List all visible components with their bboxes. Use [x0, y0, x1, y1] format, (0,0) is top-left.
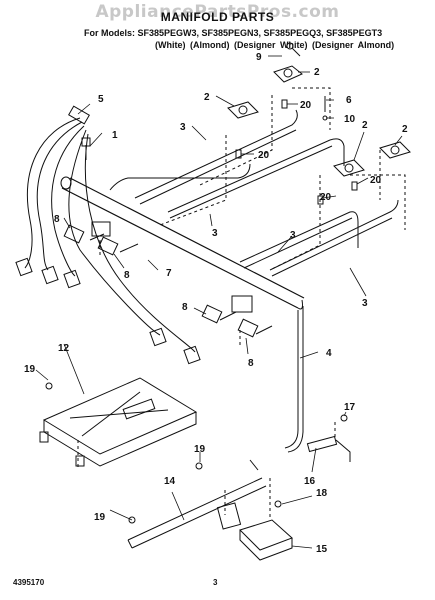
callout-8c: 8	[182, 302, 188, 313]
wiring-harness	[15, 105, 201, 365]
supply-tube	[284, 306, 304, 453]
burner-bases	[227, 65, 411, 177]
callout-7: 7	[166, 268, 172, 279]
page-number: 3	[213, 578, 218, 587]
page-title: MANIFOLD PARTS	[160, 10, 275, 24]
model-color-variants: (White) (Almond) (Designer White) (Desig…	[155, 40, 395, 50]
manifold-pipe	[60, 176, 305, 310]
callout-4: 4	[326, 348, 332, 359]
callout-3d: 3	[362, 298, 368, 309]
callout-6: 6	[346, 95, 352, 106]
watermark: AppliancePartsPros.com	[95, 2, 340, 22]
callout-14: 14	[164, 476, 176, 487]
callout-20d: 20	[320, 192, 332, 203]
callout-19a: 19	[24, 364, 36, 375]
callout-19c: 19	[94, 512, 106, 523]
callout-16: 16	[304, 476, 316, 487]
callout-3c: 3	[290, 230, 296, 241]
oven-burner-tube	[127, 459, 267, 549]
callout-2c: 2	[362, 120, 368, 131]
callout-5: 5	[98, 94, 104, 105]
callout-20b: 20	[258, 150, 270, 161]
callout-8a: 8	[54, 214, 60, 225]
callout-2a: 2	[314, 67, 320, 78]
dashed-leader-lines	[77, 87, 406, 520]
model-list: For Models: SF385PEGW3, SF385PEGN3, SF38…	[84, 28, 383, 38]
callout-12: 12	[58, 343, 70, 354]
callout-19b: 19	[194, 444, 206, 455]
callout-9: 9	[256, 52, 262, 63]
callout-15: 15	[316, 544, 328, 555]
callout-2b: 2	[204, 92, 210, 103]
document-part-number: 4395170	[13, 578, 45, 587]
callout-8d: 8	[248, 358, 254, 369]
callout-20c: 20	[370, 175, 382, 186]
callout-3a: 3	[180, 122, 186, 133]
leader-lines	[35, 55, 403, 549]
burner-valves	[63, 221, 273, 338]
callout-20a: 20	[300, 100, 312, 111]
burner-tubes	[109, 109, 399, 277]
screws	[45, 382, 348, 524]
callout-3b: 3	[212, 228, 218, 239]
oven-valve	[216, 502, 293, 561]
electrodes	[81, 42, 328, 160]
igniter	[306, 435, 351, 462]
heat-shield	[39, 377, 198, 467]
callout-2d: 2	[402, 124, 408, 135]
callout-10: 10	[344, 114, 356, 125]
callout-17: 17	[344, 402, 356, 413]
orifice-spuds	[235, 99, 358, 205]
callout-8b: 8	[124, 270, 130, 281]
callout-18: 18	[316, 488, 328, 499]
callout-1: 1	[112, 130, 118, 141]
